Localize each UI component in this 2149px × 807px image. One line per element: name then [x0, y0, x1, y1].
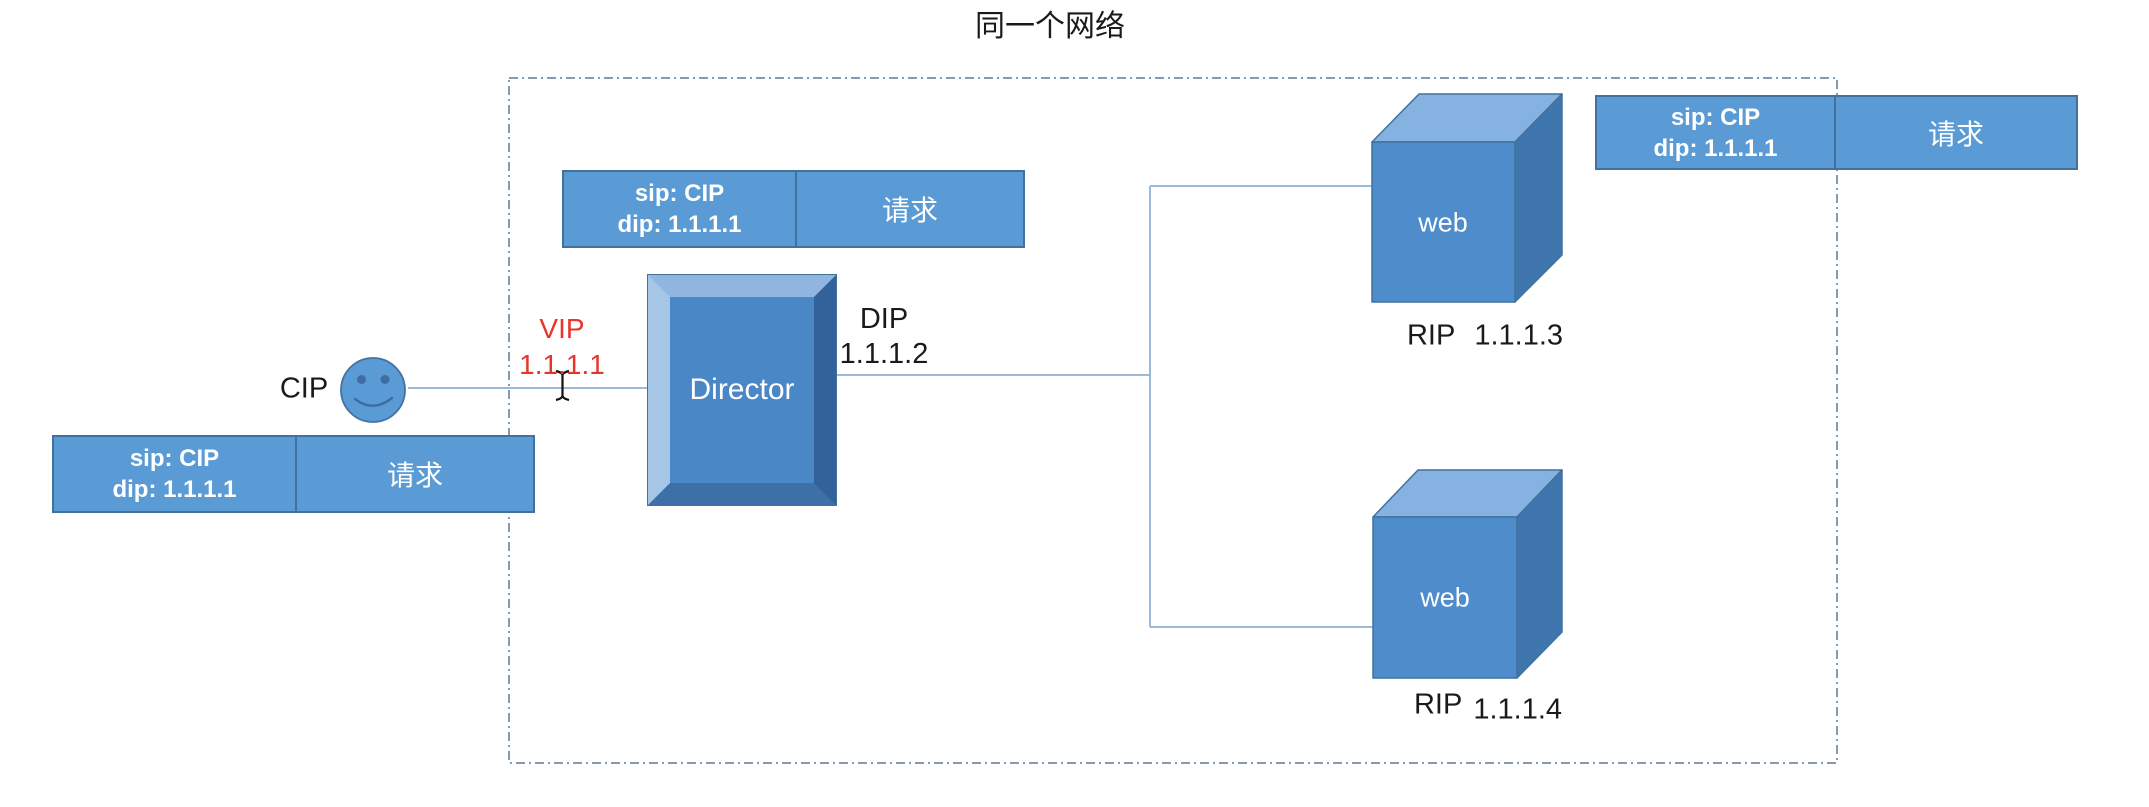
packet-payload-cell: 请求 — [881, 195, 938, 226]
dip-value: 1.1.1.2 — [839, 338, 929, 370]
packet-dip: dip: 1.1.1.1 — [112, 476, 237, 503]
vip-label: VIP 1.1.1.1 — [519, 311, 605, 383]
packet-dip: dip: 1.1.1.1 — [617, 211, 742, 238]
packet-request-left[interactable]: sip: CIP dip: 1.1.1.1 请求 — [52, 435, 535, 513]
vip-name: VIP — [539, 313, 585, 344]
cube-front-face — [1372, 516, 1518, 679]
dip-label: DIP 1.1.1.2 — [840, 302, 929, 372]
packet-address-cell: sip: CIP dip: 1.1.1.1 — [1597, 97, 1836, 168]
packet-sip: sip: CIP — [1670, 103, 1761, 131]
web-server-cube-top[interactable] — [1371, 93, 1563, 303]
rip-value: 1.1.1.4 — [1473, 693, 1563, 726]
rip-label-top: RIP 1.1.1.3 — [1407, 320, 1563, 353]
packet-sip: sip: CIP — [129, 445, 220, 472]
connector-lines — [408, 185, 1373, 628]
director-box[interactable]: Director — [647, 274, 837, 506]
vip-value: 1.1.1.1 — [519, 349, 605, 380]
dip-name: DIP — [859, 303, 909, 335]
web-server-label-top: web — [1418, 207, 1468, 238]
cube-front-face — [1371, 141, 1516, 303]
rip-name: RIP — [1413, 688, 1463, 721]
web-server-cube-bottom[interactable] — [1372, 469, 1563, 679]
ibeam-cursor-icon — [555, 369, 570, 402]
rip-label-bottom: RIP 1.1.1.4 — [1413, 688, 1562, 726]
packet-request-right[interactable]: sip: CIP dip: 1.1.1.1 请求 — [1595, 95, 2078, 170]
rip-name: RIP — [1406, 319, 1456, 352]
client-cip-label: CIP — [279, 372, 329, 405]
packet-address-cell: sip: CIP dip: 1.1.1.1 — [564, 172, 797, 246]
rip-value: 1.1.1.3 — [1474, 319, 1564, 352]
director-label: Director — [689, 373, 795, 406]
packet-address-cell: sip: CIP dip: 1.1.1.1 — [54, 437, 297, 511]
web-server-label-bottom: web — [1420, 582, 1470, 613]
client-smiley-icon[interactable] — [340, 357, 406, 423]
diagram-title: 同一个网络 — [975, 10, 1125, 43]
packet-payload-cell: 请求 — [1927, 118, 1984, 150]
packet-sip: sip: CIP — [634, 180, 725, 207]
packet-dip: dip: 1.1.1.1 — [1653, 134, 1778, 162]
packet-request-middle[interactable]: sip: CIP dip: 1.1.1.1 请求 — [562, 170, 1025, 248]
packet-payload-cell: 请求 — [386, 460, 443, 491]
